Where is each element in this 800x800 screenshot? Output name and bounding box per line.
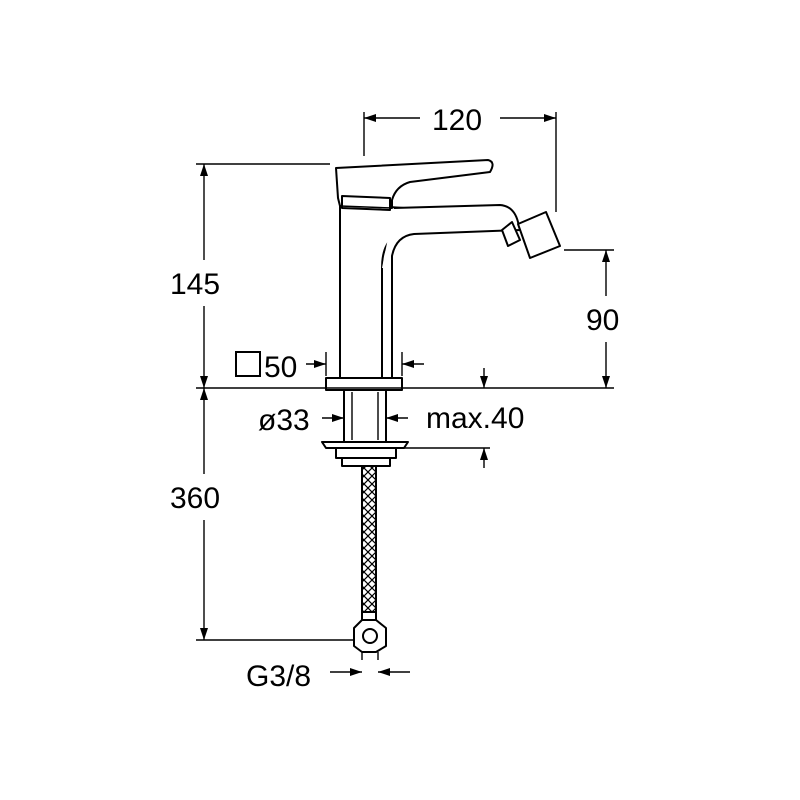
label-outlet-height: 90 [586,304,619,337]
hose-connector [353,611,387,660]
square-icon [235,351,261,377]
lever-handle [335,159,494,209]
aerator-nozzle [501,211,561,259]
label-base-size: 50 [264,351,297,384]
label-shank-diameter: ø33 [258,404,310,437]
fixing-nut [335,447,397,459]
dimension-lines [196,112,614,676]
flexible-hose [361,465,377,617]
label-total-height: 145 [170,268,220,301]
threaded-shank [343,389,387,443]
faucet-body [335,159,561,379]
dimension-labels: 120 145 90 50 ø33 max.40 360 G3/8 [170,104,619,693]
base-and-fixing [321,377,409,660]
label-spout-reach: 120 [432,104,482,137]
fixing-nut-lower [341,457,391,467]
label-connection-thread: G3/8 [246,660,311,693]
faucet-spout [381,204,521,379]
label-hose-length: 360 [170,482,220,515]
label-max-deck-thickness: max.40 [426,402,524,435]
